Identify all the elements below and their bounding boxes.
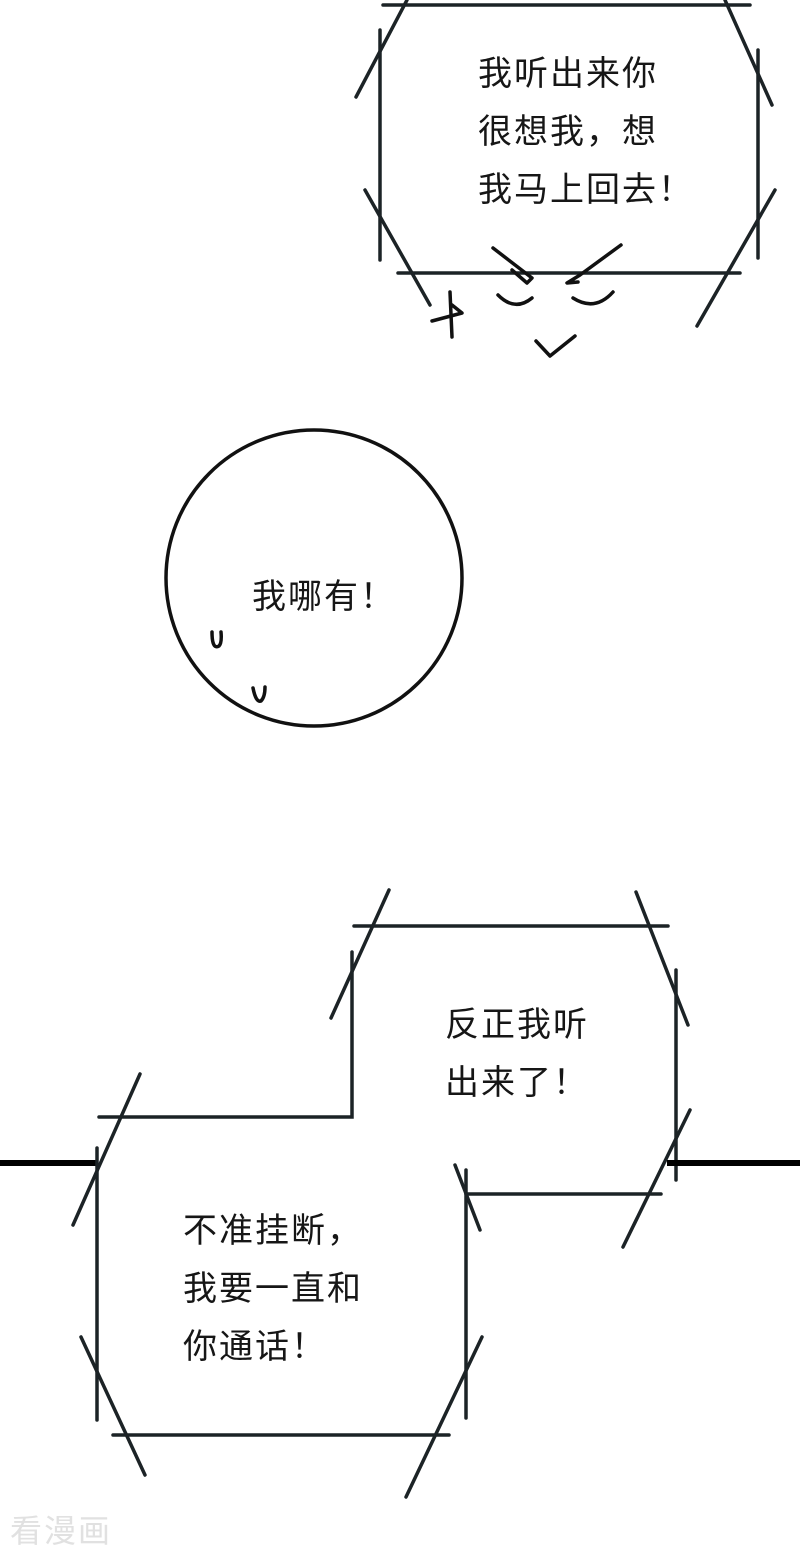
top-bubble-line: 我听出来你 bbox=[478, 54, 658, 94]
top-bubble-line: 我马上回去！ bbox=[478, 170, 694, 210]
circle-bubble-line: 我哪有！ bbox=[252, 577, 396, 617]
right-bubble-text: 反正我听出来了！ bbox=[445, 996, 589, 1112]
angry-face-icon bbox=[430, 243, 623, 358]
top-bubble-frame bbox=[354, 0, 777, 328]
circle-bubble-frame bbox=[164, 428, 464, 728]
circle-bubble-text: 我哪有！ bbox=[252, 568, 396, 626]
top-bubble-line: 很想我，想 bbox=[478, 112, 658, 152]
left-bubble-text: 不准挂断， 我要一直和你通话！ bbox=[183, 1202, 363, 1376]
left-bubble-line: 不准挂断， bbox=[183, 1211, 363, 1251]
top-bubble-text: 我听出来你很想我，想我马上回去！ bbox=[478, 45, 694, 219]
left-bubble-line: 你通话！ bbox=[183, 1327, 327, 1367]
left-bubble-line: 我要一直和 bbox=[183, 1269, 363, 1309]
right-bubble-line: 出来了！ bbox=[445, 1063, 589, 1103]
right-bubble-frame bbox=[97, 888, 692, 1249]
watermark-logo: 看漫画 bbox=[10, 1512, 113, 1550]
left-bubble-frame bbox=[71, 1072, 484, 1499]
right-bubble-line: 反正我听 bbox=[445, 1005, 589, 1045]
sweat-mark-icon bbox=[210, 630, 267, 703]
